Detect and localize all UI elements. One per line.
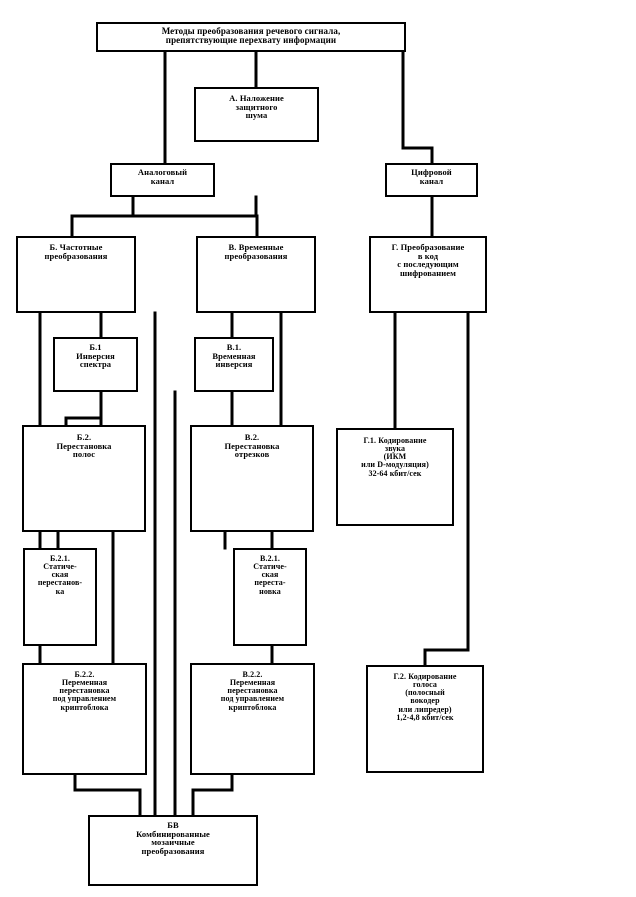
node-B21-line-0: Б.2.1. [50,554,70,563]
node-G2-line-5: 1,2-4,8 кбит/сек [396,712,454,722]
node-V21-line-1: Статиче- [253,562,287,572]
node-G2-line-2: (полосный [405,688,445,698]
node-B1-line-1: Инверсия [76,350,115,361]
node-V2-line-1: Перестановка [224,440,280,451]
node-variable-permutation-b[interactable]: Б.2.2. Переменная перестановка под управ… [22,663,147,775]
node-V22-line-0: В.2.2. [242,670,263,679]
node-B2-line-0: Б.2. [76,432,92,442]
node-frequency-transforms[interactable]: Б. Частотные преобразования [16,236,136,313]
node-G2-line-1: голоса [412,680,438,690]
node-B22-line-1: Переменная [61,678,108,688]
node-A-line-1: защитного [235,101,278,112]
node-V1-line-1: Временная [212,350,256,361]
node-A-line-0: А. Наложение [229,93,284,103]
node-G1-line-4: 32-64 кбит/сек [368,468,422,478]
node-root[interactable]: Методы преобразования речевого сигнала, … [96,22,406,52]
node-V22-line-3: под управлением [220,694,285,704]
node-combined-mosaic[interactable]: БВ Комбинированные мозаичные преобразова… [88,815,258,886]
node-BV-line-2: мозаичные [151,837,195,848]
node-B1-line-0: Б.1 [89,342,102,352]
node-G-line-1: в код [417,250,439,261]
node-B1-line-2: спектра [79,359,112,370]
node-root-line-1: препятствующие перехвату информации [165,35,337,46]
node-G1-line-3: или D-модуляция) [361,460,429,470]
edge-V22-BV [191,773,234,817]
node-voice-coding[interactable]: Г.2. Кодирование голоса (полосный вокоде… [366,665,484,773]
edge-analog-split [131,195,258,218]
node-B22-line-4: криптоблока [60,702,109,712]
node-A-line-2: шума [245,110,268,121]
node-digital-line-1: канал [419,175,444,186]
node-V21-line-0: В.2.1. [260,554,280,563]
node-B21-line-1: Статиче- [43,562,77,572]
edge-B22-BV [73,773,142,817]
node-V-line-1: преобразования [224,250,288,261]
node-B2-line-2: полос [72,449,96,460]
edge-root-digital [401,50,434,165]
node-B22-line-0: Б.2.2. [74,670,95,679]
node-G2-line-0: Г.2. Кодирование [393,672,457,681]
node-segment-permutation[interactable]: В.2. Перестановка отрезков [190,425,314,532]
edge-analog-V [254,214,259,238]
node-V-line-0: В. Временные [228,242,284,252]
node-B22-line-3: под управлением [52,694,117,704]
node-analog-line-0: Аналоговый [137,167,188,177]
node-static-permutation-v[interactable]: В.2.1. Статиче- ская переста- новка [233,548,307,646]
node-G1-line-0: Г.1. Кодирование [363,436,427,445]
node-B21-line-4: ка [55,586,65,596]
node-B21-line-2: ская [51,570,69,580]
node-G2-line-4: или липредер) [398,704,452,714]
node-V2-line-2: отрезков [234,449,270,460]
node-static-permutation-b[interactable]: Б.2.1. Статиче- ская перестанов- ка [23,548,97,646]
node-time-transforms[interactable]: В. Временные преобразования [196,236,316,313]
node-spectrum-inversion[interactable]: Б.1 Инверсия спектра [53,337,138,392]
node-time-inversion[interactable]: В.1. Временная инверсия [194,337,274,392]
node-V21-line-3: переста- [254,578,286,588]
node-G2-line-3: вокодер [410,696,440,706]
node-noise-overlay[interactable]: А. Наложение защитного шума [194,87,319,142]
node-V22-line-4: криптоблока [228,702,277,712]
node-sound-coding[interactable]: Г.1. Кодирование звука (ИКМ или D-модуля… [336,428,454,526]
node-BV-line-3: преобразования [141,845,205,856]
node-G-line-3: шифрованием [399,267,457,278]
node-code-transform[interactable]: Г. Преобразование в код с последующим ши… [369,236,487,313]
edge-analog-B [70,214,135,238]
node-BV-line-0: БВ [167,820,179,830]
node-G-line-0: Г. Преобразование [391,242,465,252]
node-digital-channel[interactable]: Цифровой канал [385,163,478,197]
node-B21-line-3: перестанов- [37,578,83,588]
node-BV-line-1: Комбинированные [136,828,210,839]
node-B-line-1: преобразования [44,250,108,261]
edge-B1-to-B2 [64,416,103,427]
node-V1-line-2: инверсия [215,359,253,370]
node-V21-line-4: новка [259,586,281,596]
node-B-line-0: Б. Частотные [49,242,103,252]
node-variable-permutation-v[interactable]: В.2.2. Переменная перестановка под управ… [190,663,315,775]
node-G1-line-2: (ИКМ [383,452,407,462]
node-digital-line-0: Цифровой [411,167,452,177]
node-V22-line-1: Переменная [229,678,276,688]
node-V21-line-2: ская [261,570,279,580]
node-G1-line-1: звука [384,444,406,454]
node-G-line-2: с последующим [397,259,459,270]
node-band-permutation[interactable]: Б.2. Перестановка полос [22,425,146,532]
node-B22-line-2: перестановка [59,686,110,696]
node-B2-line-1: Перестановка [56,440,112,451]
node-V1-line-0: В.1. [226,342,242,352]
node-V22-line-2: перестановка [227,686,278,696]
node-root-line-0: Методы преобразования речевого сигнала, [161,26,341,36]
node-analog-line-1: канал [150,175,175,186]
node-V2-line-0: В.2. [244,432,260,442]
node-analog-channel[interactable]: Аналоговый канал [110,163,215,197]
